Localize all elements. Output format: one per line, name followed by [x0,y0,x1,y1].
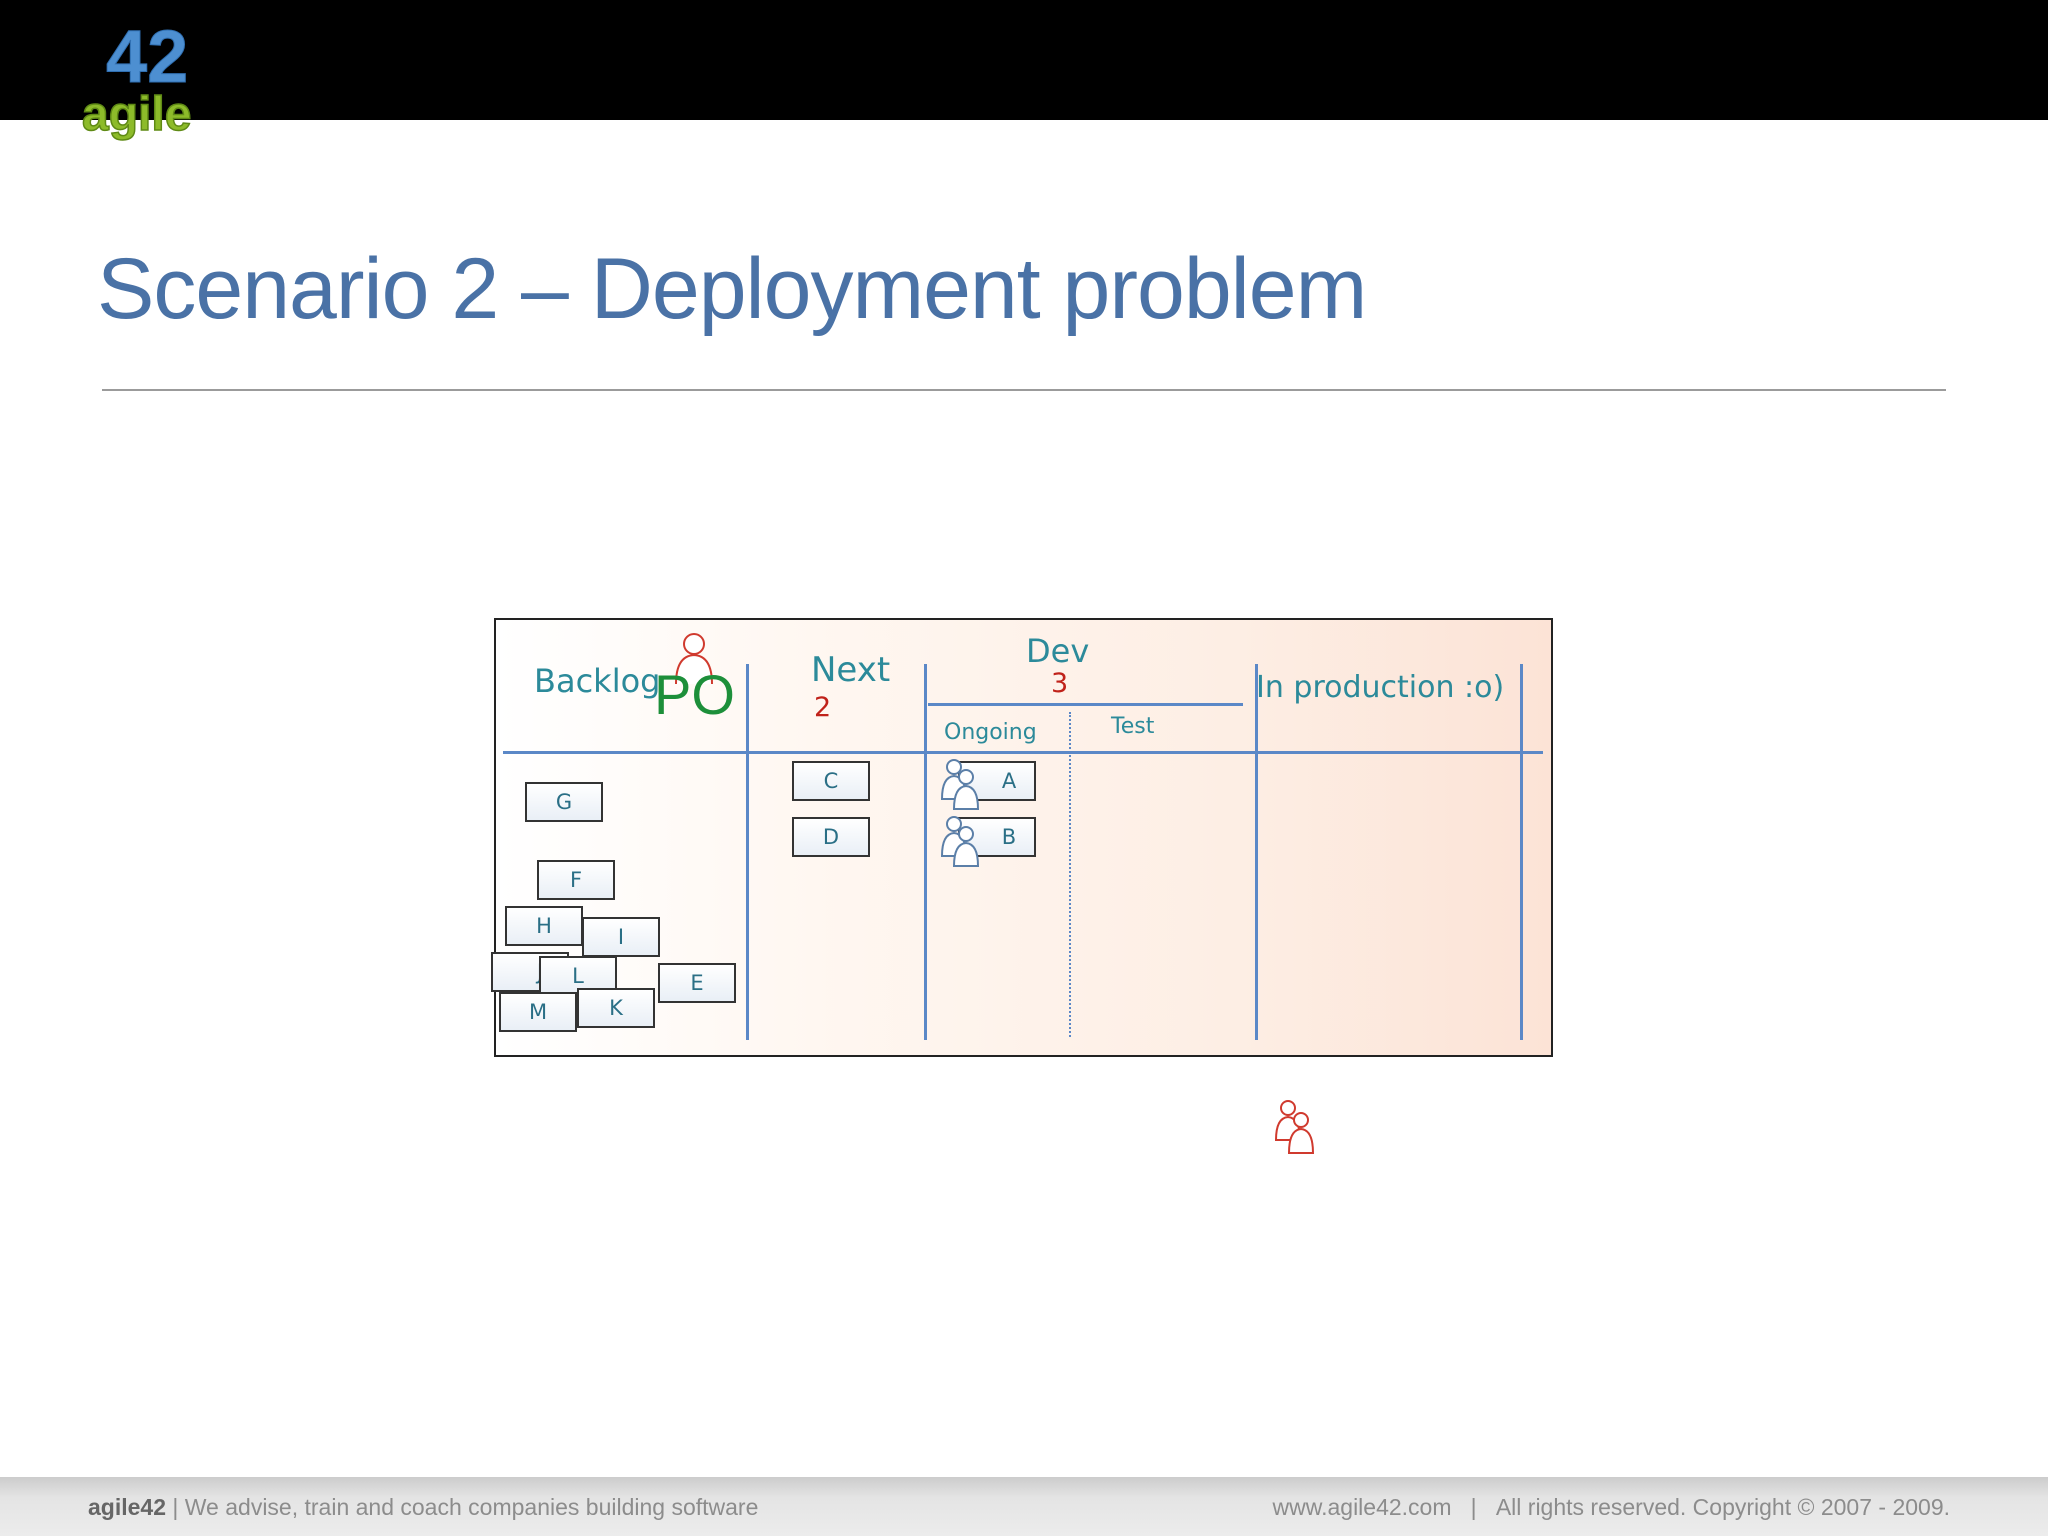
card-e[interactable]: E [658,963,736,1003]
logo-word: agile [82,88,191,141]
footer-copyright-text: All rights reserved. Copyright © 2007 - … [1495,1494,1950,1520]
card-k[interactable]: K [577,988,655,1028]
column-divider [746,664,749,1040]
agile42-logo: 42 agile [81,15,192,142]
column-ongoing: Ongoing [944,720,1037,745]
title-divider [102,389,1946,391]
developer-pair-icon [940,759,980,810]
column-next: Next [811,650,891,690]
column-test: Test [1111,714,1155,739]
footer-separator: | [1470,1494,1477,1520]
footer-tagline: agile42 | We advise, train and coach com… [88,1494,758,1521]
column-in-production: In production :o) [1256,670,1505,705]
card-g[interactable]: G [525,782,603,822]
column-backlog: Backlog [534,662,661,700]
header-rule [503,751,1543,754]
footer-copyright: www.agile42.com | All rights reserved. C… [1273,1494,1950,1521]
footer-website[interactable]: www.agile42.com [1272,1494,1452,1520]
column-divider [924,664,927,1040]
card-m[interactable]: M [499,992,577,1032]
product-owner-label: PO [654,663,735,726]
top-bar [0,0,2048,120]
column-dev: Dev [1026,632,1090,670]
kanban-board: Backlog Next Dev Ongoing Test In product… [491,618,1553,1057]
slide-title: Scenario 2 – Deployment problem [97,241,1367,337]
operations-pair-icon [1274,1100,1315,1154]
logo-number: 42 [106,15,188,98]
card-i[interactable]: I [582,917,660,957]
card-d[interactable]: D [792,817,870,857]
developer-pair-icon [940,816,980,867]
card-c[interactable]: C [792,761,870,801]
column-divider [1520,664,1523,1040]
column-divider [1255,664,1258,1040]
card-h[interactable]: H [505,906,583,946]
footer-bar [0,1477,2048,1536]
product-owner-icon [675,633,713,685]
card-f[interactable]: F [537,860,615,900]
ongoing-test-divider [1069,712,1071,1037]
wip-limit-next: 2 [814,692,832,723]
footer-tagline-text: | We advise, train and coach companies b… [172,1494,759,1520]
dev-subheader-rule [928,703,1243,706]
footer-brand: agile42 [88,1494,166,1520]
wip-limit-dev: 3 [1051,668,1069,699]
